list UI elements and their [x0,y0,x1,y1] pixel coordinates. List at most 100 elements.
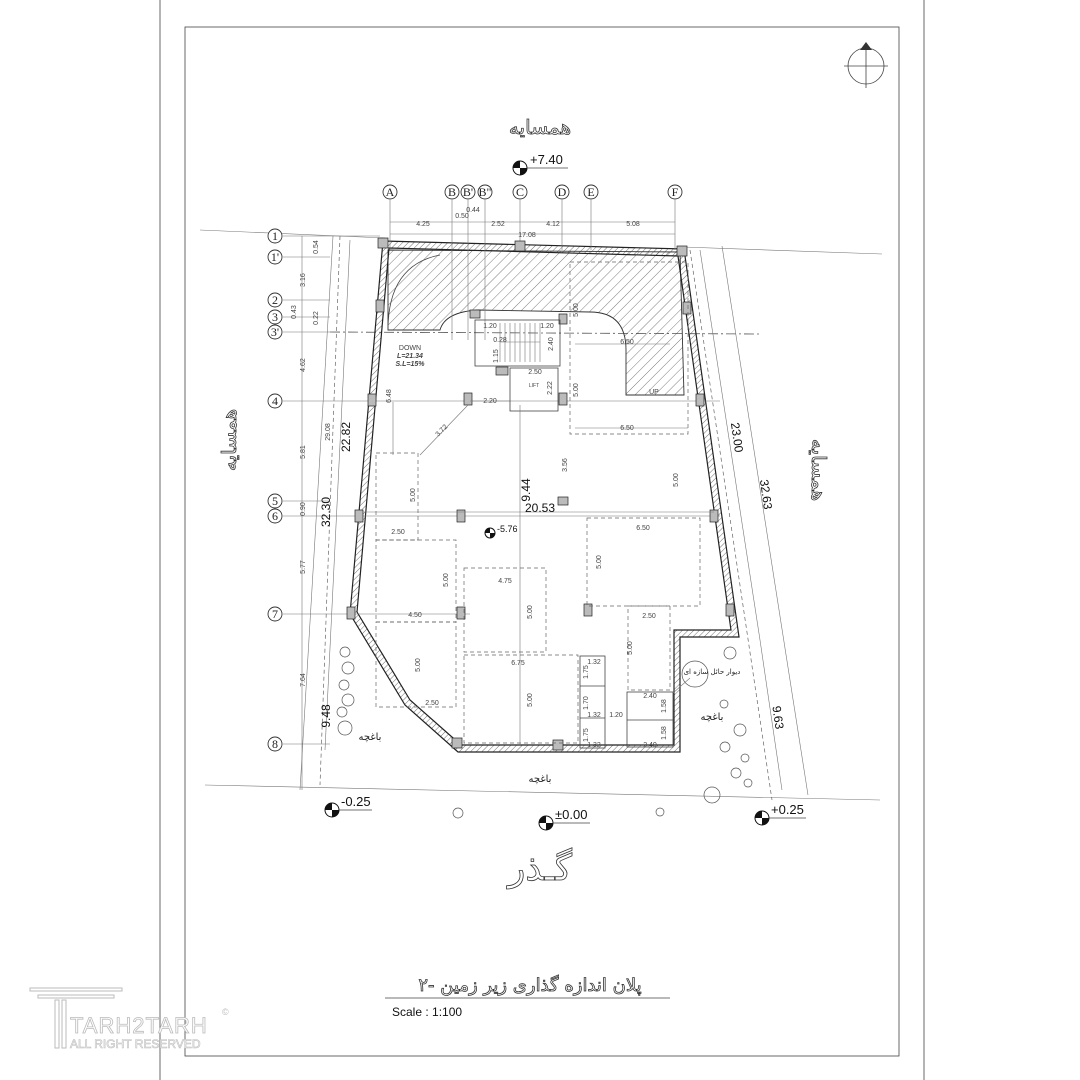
elevation-marker-icon [754,810,806,826]
dim-text: 2.22 [547,381,554,395]
dim-text: 1.20 [609,712,623,719]
dim-text: 1.20 [540,323,554,330]
dim-text: 5.00 [573,303,580,317]
grid-label-3: 3 [272,310,278,324]
dim-text: 7.64 [300,673,307,687]
dim-text: 4.50 [408,612,422,619]
grid-label-b1: B' [463,185,473,199]
grid-column-bubbles: A B B' B" C D E F [382,184,683,200]
lift-label: LIFT [529,383,539,389]
ramp-up-label: UP [649,389,659,396]
dim-text: 5.08 [626,221,640,228]
neighbor-label-top: همسایه [509,115,571,139]
grid-label-f: F [672,185,679,199]
ramp-length-label: L=21.34 [397,353,423,360]
garden-label-left: باغچه [359,732,382,743]
north-arrow-icon [844,42,888,88]
grid-columns [389,200,676,340]
dim-text: 6.48 [386,389,393,403]
dim-text: 32.63 [757,479,775,511]
dim-text: 1.58 [661,726,668,740]
dim-text: 5.00 [627,641,634,655]
dim-text: 3.72 [435,424,450,439]
dim-text: 5.00 [410,488,417,502]
dim-text: 5.00 [443,573,450,587]
dim-text: 22.82 [339,422,353,452]
dim-text: 5.00 [673,473,680,487]
dim-text: 5.00 [573,383,580,397]
parking-slots: 6.50 6.50 5.00 5.00 5.00 5.00 2.50 4.50 … [375,261,701,744]
logo-brand: TARH2TARH [70,1013,208,1038]
dim-text: 2.40 [548,337,555,351]
grid-label-5: 5 [272,494,278,508]
logo-copyright: © [222,1007,229,1017]
dim-text: 2.50 [425,700,439,707]
tarh2tarh-logo: TARH2TARH © ALL RIGHT RESERVED [29,987,229,1051]
retaining-wall-note: دیوار حائل سازه ای [684,668,741,676]
elevation-marker-icon [484,527,496,539]
dim-text: 23.00 [728,422,746,454]
dim-text: 1.75 [583,665,590,679]
dim-text: 17.08 [518,232,536,239]
logo-rights: ALL RIGHT RESERVED [70,1037,201,1051]
street-label: گـذر [506,847,573,889]
grid-label-b: B [448,185,456,199]
elevation-floor: -5.76 [497,524,518,534]
dim-text: 2.40 [643,693,657,700]
grid-label-c: C [516,185,524,199]
dim-text: 0.43 [291,305,298,319]
dim-text: 1.32 [587,742,601,749]
dim-text: 6.50 [620,425,634,432]
garden-label-right: باغچه [701,712,724,723]
dim-text: 5.00 [527,605,534,619]
drawing-title: پلان اندازه گذاری زیر زمین -۲ [418,974,641,996]
dim-text: 20.53 [525,501,555,515]
building-wall [349,240,740,753]
grid-label-2: 2 [272,293,278,307]
property-lines [199,229,883,801]
dim-text: 6.75 [511,660,525,667]
dim-text: 0.54 [313,240,320,254]
dim-text: 1.75 [583,728,590,742]
dim-text: 1.15 [493,349,500,363]
grid-label-1p: 1' [271,250,279,264]
dim-text: 3.16 [300,273,307,287]
dim-text: 2.40 [643,742,657,749]
grid-label-6: 6 [272,509,278,523]
sheet-frame [159,0,925,1080]
ramp-slope-label: S.L=15% [396,361,426,368]
grid-label-1: 1 [272,229,278,243]
dim-text: 0.44 [466,207,480,214]
neighbor-label-right: همسایه [807,439,831,501]
dim-text: 9.44 [519,478,533,502]
garden-label-bottom: باغچه [529,774,552,785]
dim-text: 3.56 [562,458,569,472]
elevation-center: ±0.00 [555,807,587,822]
dim-text: 1.20 [483,323,497,330]
dim-text: 2.52 [491,221,505,228]
dim-text: 29.08 [325,423,332,441]
grid-label-8: 8 [272,737,278,751]
dim-text: 32.30 [319,497,333,527]
dim-text: 0.28 [493,337,507,344]
grid-row-bubbles: 1 1' 2 3 3' 4 5 6 7 8 [267,228,283,752]
dim-text: 4.25 [416,221,430,228]
grid-label-b2: B" [479,185,492,199]
dim-text: 4.12 [546,221,560,228]
ramp [387,249,685,396]
dim-text: 6.50 [636,525,650,532]
dim-text: 9.63 [769,705,786,730]
neighbor-label-left: همسایه [217,409,241,471]
right-dimensions: 23.00 32.63 9.63 [699,245,809,796]
dim-text: 5.81 [300,445,307,459]
dim-text: 5.00 [415,658,422,672]
dim-text: 5.00 [527,693,534,707]
left-dimensions: 0.54 3.16 0.43 0.22 4.62 5.81 0.90 5.77 … [291,240,353,728]
dim-text: 1.70 [583,696,590,710]
dim-text: 1.32 [587,659,601,666]
dim-text: 2.20 [483,398,497,405]
grid-label-e: E [587,185,594,199]
stair-core: 1.20 1.20 2.40 0.28 1.15 2.50 2.22 LIFT [474,319,561,412]
dim-text: 2.50 [642,613,656,620]
